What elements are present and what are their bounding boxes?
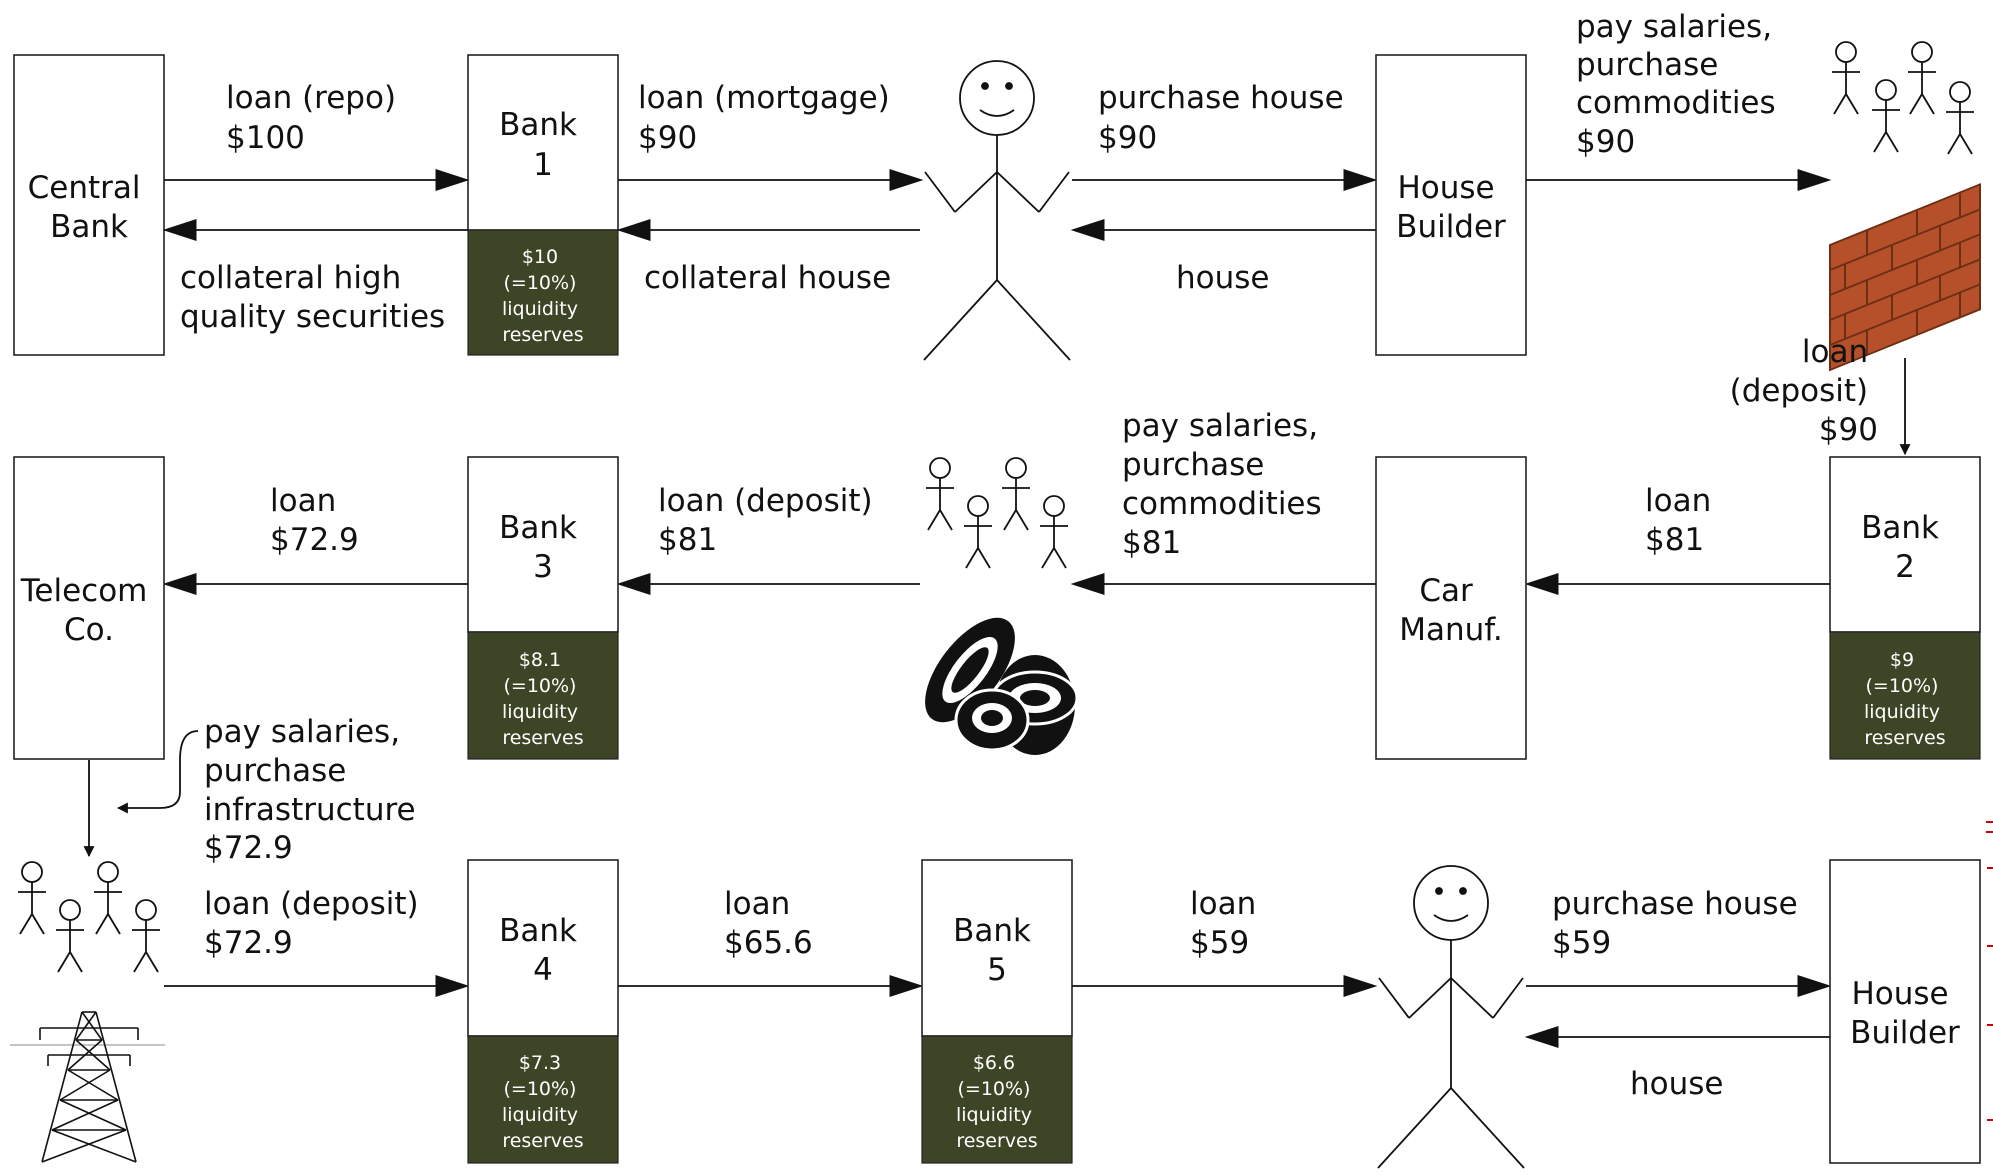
bank2-reserves-box xyxy=(1829,631,1981,760)
power-pylon-icon xyxy=(10,1011,165,1163)
brick-wall-icon xyxy=(1829,182,1981,372)
bank5-reserves-label: $6.6 (=10%) liquidity reserves xyxy=(956,1052,1038,1152)
house-builder-2-label: House Builder xyxy=(1850,976,1960,1051)
bank5-label: Bank 5 xyxy=(953,913,1041,988)
flow-bank1-to-person-label: loan (mortgage) $90 xyxy=(638,80,900,156)
house-builder-2-box xyxy=(1829,859,1981,1164)
flow-workers-to-bank3-label: loan (deposit) $81 xyxy=(658,483,882,558)
flow-cb-to-bank1-label: loan (repo) $100 xyxy=(226,80,406,156)
house-builder-1-box xyxy=(1375,54,1527,356)
bank4-reserves-box xyxy=(467,1035,619,1164)
flow-builder-to-person-label: house xyxy=(1176,260,1269,296)
house-builder-1-label: House Builder xyxy=(1396,170,1506,245)
bank1-reserves-label: $10 (=10%) liquidity reserves xyxy=(502,246,584,346)
bank4-reserves-label: $7.3 (=10%) liquidity reserves xyxy=(502,1052,584,1152)
bank3-reserves-box xyxy=(467,631,619,760)
flow-bank5-to-person-label: loan $59 xyxy=(1190,886,1266,961)
flow-builder2-to-person-label: house xyxy=(1630,1066,1723,1102)
flow-workers-to-bank4-label: loan (deposit) $72.9 xyxy=(204,886,428,961)
bank2-label: Bank 2 xyxy=(1861,510,1949,585)
flow-builder-to-workers-label: pay salaries, purchase commodities $90 xyxy=(1576,9,1786,160)
flow-person-to-bank1-label: collateral house xyxy=(644,260,891,296)
car-manufacturer-box xyxy=(1375,456,1527,760)
flow-bank1-to-cb-label: collateral high quality securities xyxy=(180,260,445,335)
bank3-reserves-label: $8.1 (=10%) liquidity reserves xyxy=(502,649,584,749)
person-icon xyxy=(923,60,1071,361)
bank1-reserves-box xyxy=(467,229,619,356)
workers-group-icon xyxy=(18,861,160,973)
flow-workers-to-bank2-label: loan (deposit) $90 xyxy=(1730,334,1878,448)
tyres-icon xyxy=(925,617,1079,755)
flow-telecom-to-workers-label: pay salaries, purchase infrastructure $7… xyxy=(204,714,425,866)
telecom-label: Telecom Co. xyxy=(20,573,158,648)
person-icon xyxy=(1377,865,1525,1169)
arrow-telecom-payments-curve xyxy=(116,730,199,814)
bank3-label: Bank 3 xyxy=(499,510,587,585)
bank2-reserves-label: $9 (=10%) liquidity reserves xyxy=(1864,649,1946,749)
flow-car-to-workers-label: pay salaries, purchase commodities $81 xyxy=(1122,408,1332,561)
flow-person-to-builder-label: purchase house $90 xyxy=(1098,80,1354,156)
margin-marks xyxy=(1986,821,1993,1121)
bank2-box xyxy=(1829,456,1981,633)
central-bank-box xyxy=(13,54,165,356)
bank5-reserves-box xyxy=(921,1035,1073,1164)
bank1-label: Bank 1 xyxy=(499,107,587,183)
bank3-box xyxy=(467,456,619,633)
workers-group-icon xyxy=(926,457,1068,569)
bank1-box xyxy=(467,54,619,231)
car-manufacturer-label: Car Manuf. xyxy=(1399,573,1503,648)
flow-bank3-to-telecom-label: loan $72.9 xyxy=(270,483,359,558)
flow-bank4-to-bank5-label: loan $65.6 xyxy=(724,886,813,961)
flow-bank2-to-car-label: loan $81 xyxy=(1645,483,1721,558)
flow-person-to-builder2-label: purchase house $59 xyxy=(1552,886,1808,961)
central-bank-label: Central Bank xyxy=(28,170,151,245)
bank4-label: Bank 4 xyxy=(499,913,587,988)
telecom-box xyxy=(13,456,165,760)
workers-group-icon xyxy=(1832,41,1974,155)
